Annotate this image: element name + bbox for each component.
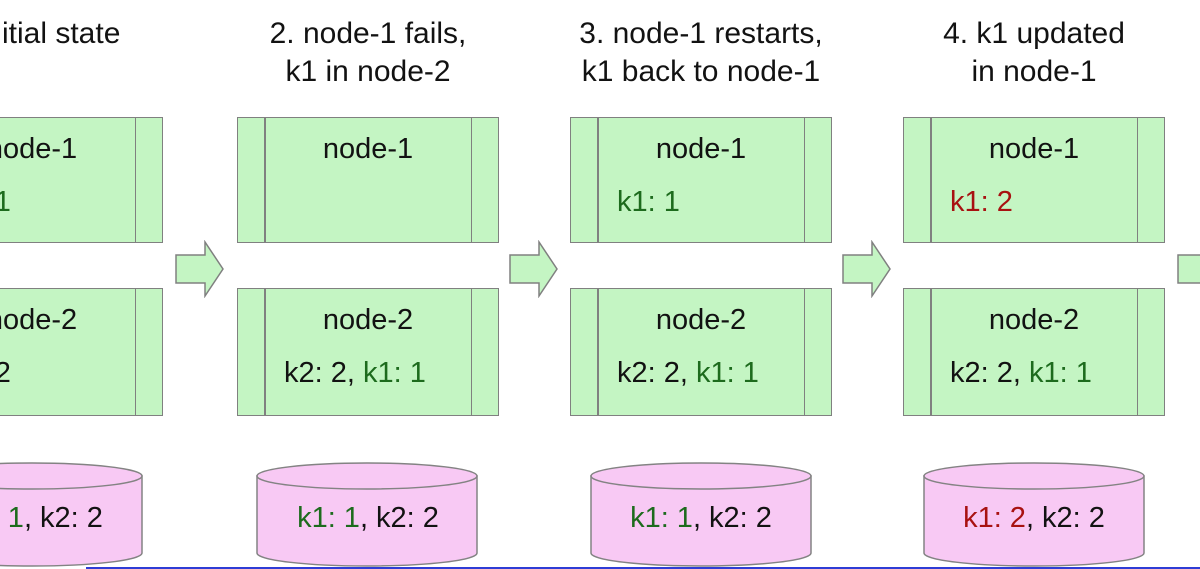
node1-keys: k1: 1	[617, 186, 680, 218]
column-2-database-cylinder	[256, 462, 478, 567]
box-inner-line	[1136, 289, 1138, 415]
node2-label: node-2	[988, 304, 1080, 336]
flow-arrow-icon	[175, 240, 224, 298]
column-4-database-cylinder	[923, 462, 1145, 567]
node1-label: node-1	[988, 133, 1080, 165]
box-inner-line	[1136, 118, 1138, 242]
bottom-edge-blue-line	[86, 566, 1200, 569]
column-3-title: 3. node-1 restarts, k1 back to node-1	[579, 17, 823, 88]
node1-label: node-1	[322, 133, 414, 165]
box-inner-line	[134, 118, 136, 242]
node1-keys: k1: 2	[950, 186, 1013, 218]
column-1-node1-box: node-1 k1: 1	[0, 117, 163, 243]
column-2-database-keys: k1: 1, k2: 2	[297, 502, 439, 534]
box-inner-line	[264, 289, 266, 415]
column-4-node1-box: node-1 k1: 2	[903, 117, 1165, 243]
node2-keys: k2: 2, k1: 1	[284, 357, 426, 389]
column-1-database-keys: k1: 1, k2: 2	[0, 502, 103, 534]
box-inner-line	[803, 118, 805, 242]
node2-keys: k2: 2	[0, 357, 11, 389]
column-2-node2-box: node-2 k2: 2, k1: 1	[237, 288, 499, 416]
node1-keys: k1: 1	[0, 186, 11, 218]
node2-label: node-2	[0, 304, 78, 336]
box-inner-line	[134, 289, 136, 415]
column-3-database-keys: k1: 1, k2: 2	[630, 502, 772, 534]
box-inner-line	[264, 118, 266, 242]
column-2-node1-box: node-1	[237, 117, 499, 243]
box-inner-line	[470, 289, 472, 415]
column-4-title: 4. k1 updated in node-1	[943, 17, 1125, 88]
column-3-database-cylinder	[590, 462, 812, 567]
box-inner-line	[930, 118, 932, 242]
flow-arrow-icon	[509, 240, 558, 298]
column-4-node2-box: node-2 k2: 2, k1: 1	[903, 288, 1165, 416]
box-inner-line	[930, 289, 932, 415]
node2-keys: k2: 2, k1: 1	[617, 357, 759, 389]
node1-label: node-1	[0, 133, 78, 165]
flow-arrow-icon	[1177, 254, 1200, 284]
node2-label: node-2	[655, 304, 747, 336]
node2-label: node-2	[322, 304, 414, 336]
node2-keys: k2: 2, k1: 1	[950, 357, 1092, 389]
column-4-database-keys: k1: 2, k2: 2	[963, 502, 1105, 534]
box-inner-line	[597, 289, 599, 415]
flow-arrow-icon	[842, 240, 891, 298]
column-3-node1-box: node-1 k1: 1	[570, 117, 832, 243]
box-inner-line	[803, 289, 805, 415]
column-3-node2-box: node-2 k2: 2, k1: 1	[570, 288, 832, 416]
column-1-node2-box: node-2 k2: 2	[0, 288, 163, 416]
box-inner-line	[470, 118, 472, 242]
box-inner-line	[597, 118, 599, 242]
column-1-title: 1. Initial state	[0, 17, 121, 50]
column-2-title: 2. node-1 fails, k1 in node-2	[269, 17, 467, 88]
node1-label: node-1	[655, 133, 747, 165]
column-1-database-cylinder	[0, 462, 143, 567]
